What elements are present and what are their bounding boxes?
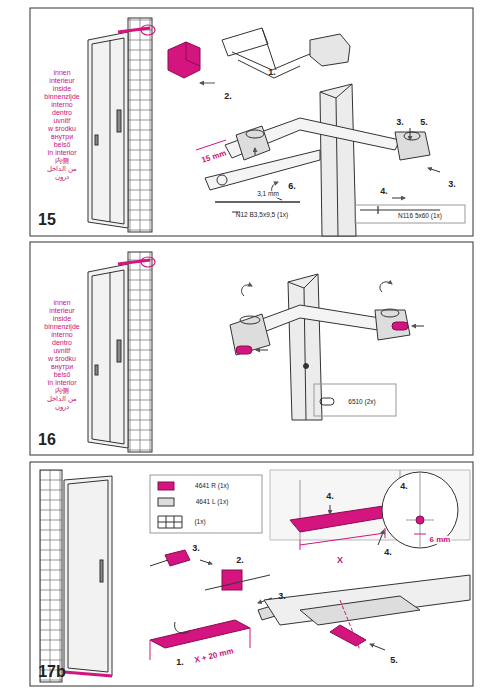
- inside-label: binnenzijde: [43, 323, 80, 330]
- part-number: 4641 R (1x): [194, 483, 230, 490]
- inside-label: dentro: [51, 339, 73, 346]
- wall-post: [320, 84, 356, 236]
- part-number: N12 B3,5x9,5 (1x): [235, 212, 289, 219]
- callout-number: 3.: [277, 592, 287, 601]
- inside-label: interno: [50, 101, 73, 108]
- inside-label: 内侧: [54, 387, 70, 394]
- inside-label: innen: [52, 299, 71, 306]
- panel-frame: [30, 462, 473, 686]
- cover-cap: [392, 322, 408, 330]
- door-panel: [88, 32, 128, 228]
- inside-label: uvnitř: [52, 117, 71, 124]
- inside-label: من الداخل: [46, 165, 78, 172]
- inside-label: درون: [54, 173, 70, 180]
- inside-label: belső: [53, 371, 72, 378]
- callout-number: 2.: [223, 92, 233, 101]
- callout-number: 1.: [175, 658, 185, 667]
- panel-frame: [30, 8, 473, 236]
- panel-frame: [30, 242, 473, 455]
- callout-number: 5.: [419, 118, 429, 127]
- inside-label: innen: [52, 69, 71, 76]
- step-number: 17b: [37, 664, 67, 680]
- dimension: 6 mm: [429, 536, 452, 544]
- dimension: X + 20 mm: [193, 647, 236, 665]
- dimension: X: [336, 556, 344, 565]
- step-number: 15: [37, 212, 57, 228]
- bracket-part: [168, 42, 200, 78]
- callout-number: 1.: [267, 68, 277, 77]
- part-number: (1x): [193, 519, 206, 526]
- inside-label: interno: [50, 331, 73, 338]
- callout-number: 4.: [399, 482, 409, 491]
- callout-number: 6.: [287, 182, 297, 191]
- inside-label: w środku: [47, 355, 77, 362]
- part-number: N116 5x60 (1x): [397, 213, 443, 220]
- inside-label: interieur: [48, 307, 75, 314]
- inside-label: uvnitř: [52, 347, 71, 354]
- callout-number: 4.: [383, 548, 393, 557]
- cover-cap: [236, 346, 252, 354]
- callout-number: 4.: [325, 492, 335, 501]
- inside-label: внутри: [50, 133, 74, 140]
- inside-label: 内侧: [54, 157, 70, 164]
- part-number: 4641 L (1x): [195, 499, 230, 506]
- inside-label: inside: [52, 315, 72, 322]
- saw: [222, 28, 268, 56]
- dimension: 3,1 mm: [256, 191, 280, 198]
- step-number: 16: [37, 432, 57, 448]
- inside-label: من الداخل: [46, 395, 78, 402]
- inside-label: inside: [52, 85, 72, 92]
- callout-number: 5.: [389, 656, 399, 665]
- inside-label: în interior: [46, 149, 77, 156]
- inside-label: interieur: [48, 77, 75, 84]
- inside-label: درون: [54, 403, 70, 410]
- seal-strip: [222, 570, 242, 590]
- callout-number: 3.: [395, 118, 405, 127]
- callout-number: 4.: [379, 187, 389, 196]
- inside-label: dentro: [51, 109, 73, 116]
- threshold-strip: [150, 620, 250, 648]
- inside-label: belső: [53, 141, 72, 148]
- callout-number: 3.: [447, 180, 457, 189]
- inside-label: binnenzijde: [43, 93, 80, 100]
- callout-number: 2.: [235, 556, 245, 565]
- inside-label: внутри: [50, 363, 74, 370]
- part-number: 6510 (2x): [347, 399, 376, 406]
- dimension: 15 mm: [200, 149, 228, 165]
- callout-number: 3.: [191, 544, 201, 553]
- inside-label: în interior: [46, 379, 77, 386]
- tiled-wall: [128, 18, 152, 232]
- inside-label: w środku: [47, 125, 77, 132]
